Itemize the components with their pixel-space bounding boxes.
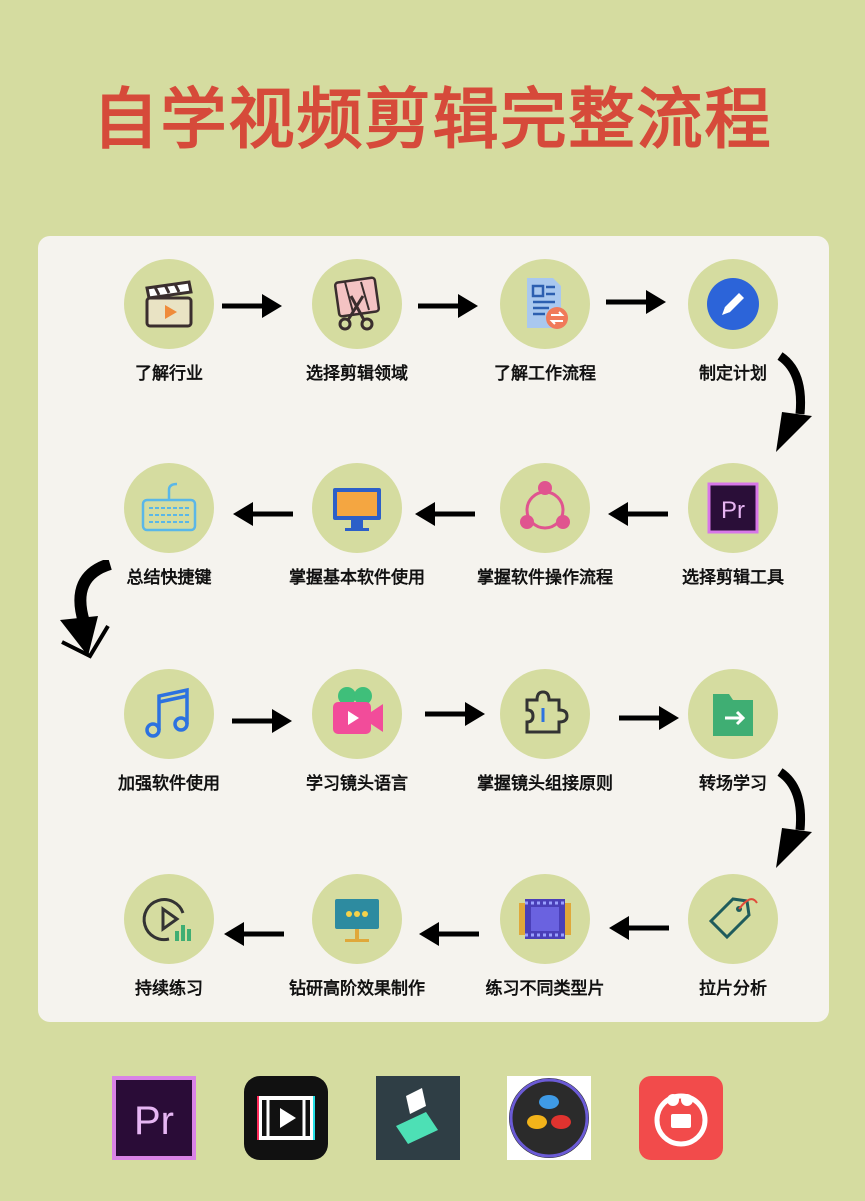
music-note-icon <box>124 669 214 759</box>
arrow-right-icon <box>425 702 485 726</box>
play-chart-icon <box>124 874 214 964</box>
step-film-analysis: 拉片分析 <box>653 874 813 999</box>
arrow-right-icon <box>232 709 292 733</box>
step-choose-field: 选择剪辑领域 <box>277 259 437 384</box>
document-icon <box>500 259 590 349</box>
pencil-icon <box>688 259 778 349</box>
page-title: 自学视频剪辑完整流程 <box>92 81 773 158</box>
share-icon <box>500 463 590 553</box>
step-label: 拉片分析 <box>699 979 767 999</box>
premiere-pro-logo: Pr <box>112 1076 196 1160</box>
step-label: 掌握软件操作流程 <box>477 568 613 588</box>
arrow-right-icon <box>606 290 666 314</box>
step-label: 掌握镜头组接原则 <box>477 774 613 794</box>
step-keep-practicing: 持续练习 <box>89 874 249 999</box>
folder-arrow-icon <box>688 669 778 759</box>
step-understand-workflow: 了解工作流程 <box>465 259 625 384</box>
arrow-right-icon <box>418 294 478 318</box>
arrow-left-icon <box>608 502 668 526</box>
arrow-right-icon <box>222 294 282 318</box>
premiere-pro-icon: Pr <box>688 463 778 553</box>
step-label: 转场学习 <box>699 774 767 794</box>
step-strengthen-software: 加强软件使用 <box>89 669 249 794</box>
puzzle-icon <box>500 669 590 759</box>
step-understand-industry: 了解行业 <box>89 259 249 384</box>
keyboard-icon <box>124 463 214 553</box>
curved-arrow-down-icon <box>776 768 812 868</box>
filmora-logo <box>376 1076 460 1160</box>
arrow-right-icon <box>619 706 679 730</box>
step-label: 制定计划 <box>699 364 767 384</box>
film-strip-icon <box>500 874 590 964</box>
premiere-pro-logo-text: Pr <box>134 1099 174 1143</box>
arrow-left-icon <box>609 916 669 940</box>
step-label: 学习镜头语言 <box>306 774 408 794</box>
step-shortcuts: 总结快捷键 <box>89 463 249 588</box>
clapperboard-icon <box>124 259 214 349</box>
davinci-resolve-logo <box>507 1076 591 1160</box>
step-make-plan: 制定计划 <box>653 259 813 384</box>
step-master-operation: 掌握软件操作流程 <box>465 463 625 588</box>
step-practice-types: 练习不同类型片 <box>465 874 625 999</box>
step-label: 了解工作流程 <box>494 364 596 384</box>
step-label: 持续练习 <box>135 979 203 999</box>
step-master-basics: 掌握基本软件使用 <box>277 463 437 588</box>
step-label: 选择剪辑工具 <box>682 568 784 588</box>
step-label: 总结快捷键 <box>126 568 212 588</box>
step-label: 练习不同类型片 <box>485 979 605 999</box>
step-label: 了解行业 <box>135 364 203 384</box>
step-lens-language: 学习镜头语言 <box>277 669 437 794</box>
app-logo-row: Pr <box>0 1076 865 1166</box>
curved-arrow-down-icon <box>776 352 812 452</box>
step-shot-assembly: 掌握镜头组接原则 <box>465 669 625 794</box>
arrow-left-icon <box>415 502 475 526</box>
svg-text:Pr: Pr <box>721 497 745 524</box>
video-editor-logo <box>244 1076 328 1160</box>
step-label: 钻研高阶效果制作 <box>289 979 425 999</box>
film-scissors-icon <box>312 259 402 349</box>
arrow-left-icon <box>419 922 479 946</box>
step-label: 选择剪辑领域 <box>306 364 408 384</box>
step-label: 加强软件使用 <box>118 774 220 794</box>
curved-arrow-down-icon <box>60 560 112 659</box>
step-choose-tool: Pr 选择剪辑工具 <box>653 463 813 588</box>
arrow-left-icon <box>233 502 293 526</box>
step-label: 掌握基本软件使用 <box>289 568 425 588</box>
kuaiying-logo <box>639 1076 723 1160</box>
display-dots-icon <box>312 874 402 964</box>
arrow-left-icon <box>224 922 284 946</box>
step-advanced-effects: 钻研高阶效果制作 <box>277 874 437 999</box>
tag-icon <box>688 874 778 964</box>
monitor-icon <box>312 463 402 553</box>
step-transitions: 转场学习 <box>653 669 813 794</box>
video-camera-icon <box>312 669 402 759</box>
